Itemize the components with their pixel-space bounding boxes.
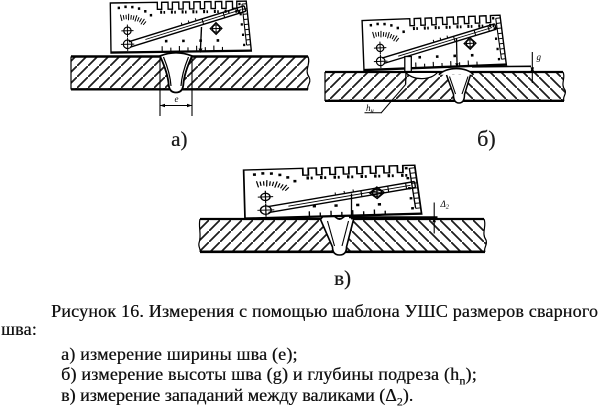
svg-text:g: g (537, 52, 542, 62)
svg-text:hн: hн (366, 103, 374, 115)
svg-text:Δ2: Δ2 (440, 199, 450, 211)
svg-text:e: e (175, 94, 179, 104)
